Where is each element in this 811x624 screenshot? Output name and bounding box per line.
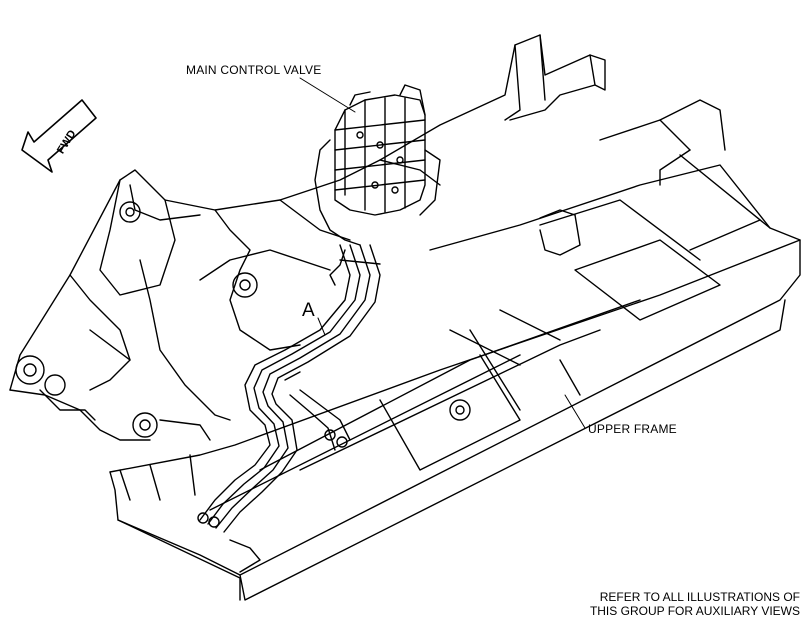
upper-frame xyxy=(109,99,801,601)
hydraulic-hose-bundle xyxy=(197,244,381,533)
note-line-1: REFER TO ALL ILLUSTRATIONS OF xyxy=(599,590,800,604)
auxiliary-views-note: REFER TO ALL ILLUSTRATIONS OF THIS GROUP… xyxy=(560,590,800,618)
upper-frame-label: UPPER FRAME xyxy=(588,422,677,436)
boom-pin-boss xyxy=(15,201,471,438)
leader-lines xyxy=(299,77,586,429)
forward-arrow-icon xyxy=(21,99,97,173)
boom-foot-structure xyxy=(9,34,606,441)
main-control-valve-label: MAIN CONTROL VALVE xyxy=(186,63,322,77)
detail-a-label: A xyxy=(302,300,315,321)
note-line-2: THIS GROUP FOR AUXILIARY VIEWS xyxy=(589,604,800,618)
main-control-valve xyxy=(314,84,441,246)
